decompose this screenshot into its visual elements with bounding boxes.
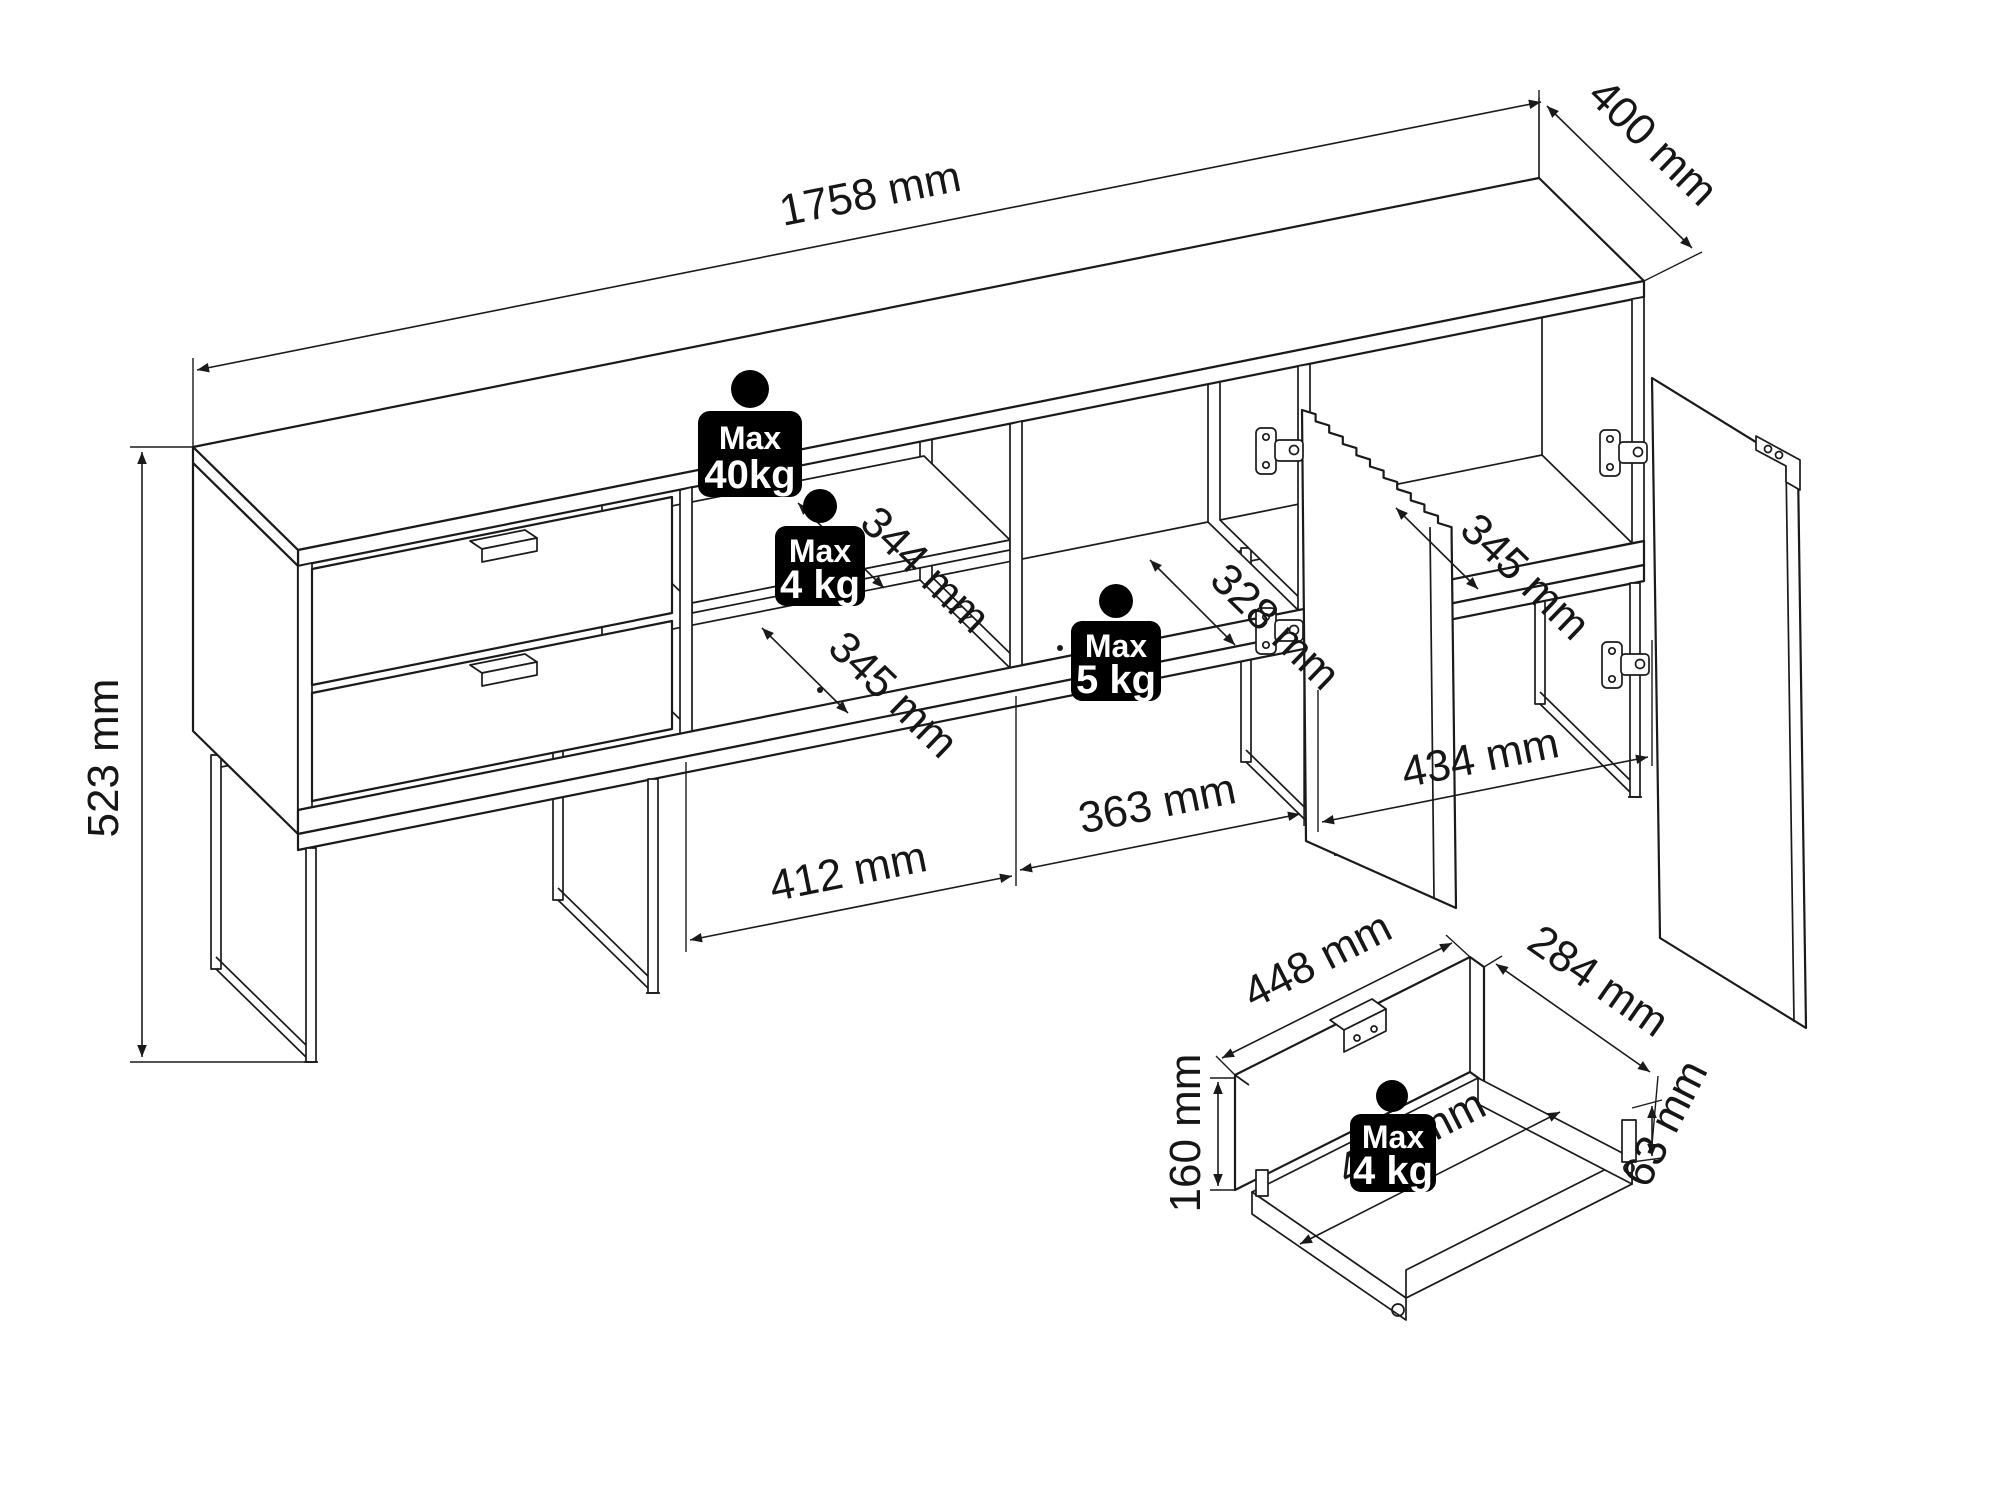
shelf-load-max-label: Max — [789, 533, 851, 569]
middle-load-value-label: 5 kg — [1076, 658, 1156, 702]
lower-drawer-front — [310, 619, 674, 803]
right-door-panel — [1650, 376, 1808, 1030]
load-badges: Max 40kg Max 4 kg Max 5 kg — [698, 370, 1161, 702]
shelf-load-value-label: 4 kg — [780, 563, 860, 607]
drawer-front-height-label: 160 mm — [1161, 1054, 1210, 1213]
divider-2 — [1009, 420, 1023, 669]
divider-1 — [679, 486, 693, 735]
shelf-section-width-label: 412 mm — [765, 832, 930, 911]
slide-bracket-right — [1621, 1119, 1637, 1163]
right-side-panel — [1631, 296, 1645, 544]
overall-depth-label: 400 mm — [1579, 70, 1727, 216]
hinge-icon — [1255, 427, 1304, 475]
slide-bracket-left — [1255, 1169, 1269, 1197]
max-load-shelf-icon: Max 4 kg — [775, 489, 865, 607]
top-load-value-label: 40kg — [704, 453, 795, 497]
overall-height-label: 523 mm — [79, 679, 128, 838]
drawer-load-max-label: Max — [1362, 1119, 1424, 1155]
top-load-max-label: Max — [719, 420, 781, 456]
drawer-fronts — [310, 495, 674, 803]
lower-drawer-handle — [469, 653, 538, 687]
upper-drawer-front — [310, 495, 674, 687]
drawer-depth-label: 284 mm — [1519, 915, 1677, 1046]
max-load-middle-icon: Max 5 kg — [1071, 584, 1161, 702]
dim-overall-height: 523 mm — [79, 446, 311, 1063]
hinge-icon — [1601, 641, 1650, 689]
drawer-load-value-label: 4 kg — [1353, 1149, 1433, 1193]
drawer-left-slide — [1251, 1191, 1407, 1321]
max-load-top-icon: Max 40kg — [698, 370, 802, 497]
leg-front-right — [1629, 582, 1641, 798]
main-view: 1758 mm 400 mm 523 mm 344 mm — [79, 70, 1808, 1063]
middle-load-max-label: Max — [1085, 628, 1147, 664]
max-load-drawer-icon: Max 4 kg — [1350, 1080, 1436, 1193]
right-door-open — [1599, 376, 1808, 1030]
dim-drawer-front-height: 160 mm — [1161, 1054, 1235, 1213]
leg-front-mid-left — [647, 778, 659, 994]
upper-drawer-handle — [469, 529, 538, 563]
leg-front-left — [305, 847, 317, 1063]
drawer-detail-view: 448 mm 284 mm 160 mm 443 mm — [1161, 902, 1717, 1321]
wall-bracket — [1755, 435, 1801, 491]
